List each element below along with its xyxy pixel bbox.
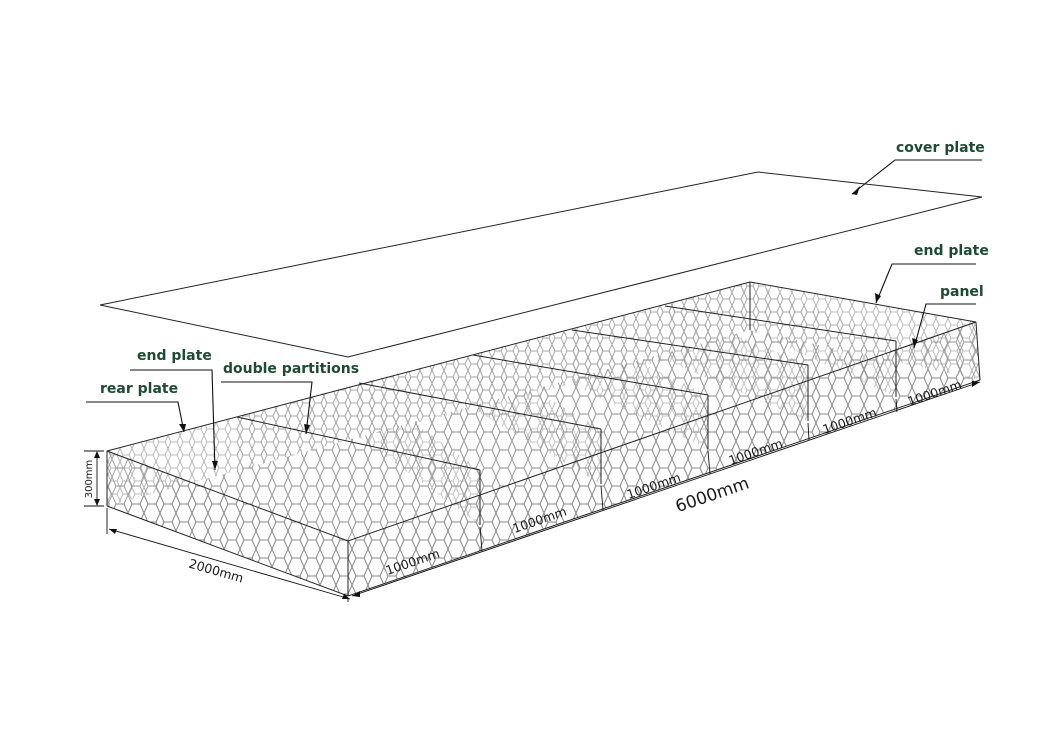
label-double-partitions: double partitions xyxy=(223,361,359,377)
partition-1 xyxy=(237,383,480,525)
cover-plate xyxy=(99,171,983,358)
partition-2 xyxy=(359,355,601,484)
callout-end-plate-left: end plate xyxy=(130,348,218,471)
callout-double-partitions: double partitions xyxy=(221,361,359,435)
callout-panel: panel xyxy=(912,284,984,349)
label-cover-plate: cover plate xyxy=(896,140,985,156)
partition-5 xyxy=(665,282,896,397)
label-rear-plate: rear plate xyxy=(100,381,178,397)
callout-cover-plate: cover plate xyxy=(851,140,985,195)
label-end-plate-right: end plate xyxy=(914,243,989,259)
callout-end-plate-right: end plate xyxy=(875,243,989,304)
label-panel: panel xyxy=(940,284,984,300)
callout-rear-plate: rear plate xyxy=(86,381,186,433)
label-end-plate-left: end plate xyxy=(137,348,212,364)
dimension-height: 300mm xyxy=(84,450,104,507)
label-height: 300mm xyxy=(84,460,95,499)
partition-4 xyxy=(572,306,808,421)
partition-3 xyxy=(473,330,708,449)
mattress-body xyxy=(106,281,981,597)
